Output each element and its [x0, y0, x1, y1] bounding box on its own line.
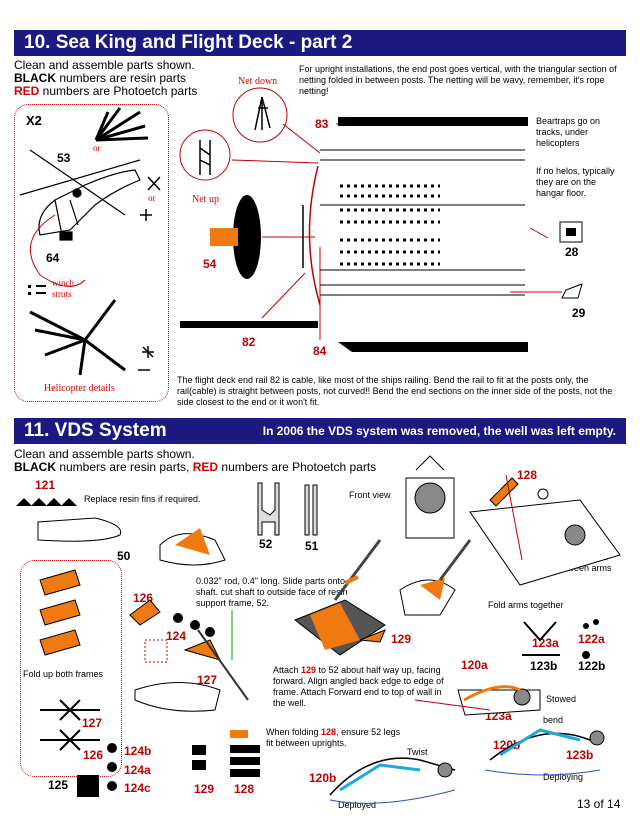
beartraps-note: Beartraps go on tracks, under helicopter… — [536, 116, 601, 148]
red-word: RED — [14, 84, 40, 98]
frames-box — [20, 560, 122, 777]
winch-struts-label: winch struts — [52, 278, 74, 299]
part-120a: 120a — [461, 658, 488, 672]
intro-black-line: BLACK numbers are resin parts — [14, 72, 197, 85]
part-123a: 123a — [532, 636, 559, 650]
section-10-intro: Clean and assemble parts shown. BLACK nu… — [14, 59, 197, 98]
part-52: 52 — [259, 537, 273, 551]
black-word: BLACK — [14, 460, 56, 474]
part-29: 29 — [572, 306, 586, 320]
part-124a: 124a — [124, 763, 151, 777]
net-up-label: Net up — [192, 194, 219, 205]
section-11-header: 11. VDS System In 2006 the VDS system wa… — [14, 418, 626, 444]
page-number: 13 of 14 — [577, 797, 621, 811]
part-54: 54 — [203, 257, 217, 271]
helicopter-details-box — [14, 104, 169, 402]
or-label-1: or — [93, 143, 101, 153]
intro-red-line: RED numbers are Photoetch parts — [14, 85, 197, 98]
intro-line: Clean and assemble parts shown. — [14, 58, 195, 72]
part-129: 129 — [391, 632, 412, 646]
fold-arms-note: Fold arms together — [488, 600, 564, 610]
black-rest: numbers are resin parts — [56, 71, 187, 85]
folding-post: , ensure 52 legs fit between uprights. — [266, 727, 401, 748]
part-49: 49 — [539, 514, 553, 528]
intro-mid: numbers are resin parts, — [56, 460, 193, 474]
net-down-label: Net down — [238, 76, 278, 87]
intro-line: Clean and assemble parts shown. — [14, 447, 195, 461]
black-word: BLACK — [14, 71, 56, 85]
part-123a-2: 123a — [485, 709, 512, 723]
attach-129: 129 — [301, 665, 317, 675]
part-126: 126 — [133, 591, 154, 605]
twist-label: Twist — [407, 747, 428, 757]
part-121: 121 — [35, 478, 56, 492]
part-128-b: 128 — [234, 782, 255, 796]
stowed-label: Stowed — [546, 694, 577, 704]
part-64: 64 — [46, 251, 60, 265]
part-83: 83 — [315, 117, 329, 131]
part-120b-2: 120b — [309, 771, 337, 785]
attach-note: Attach 129 to 52 about half way up, faci… — [273, 665, 445, 709]
upright-note: For upright installations, the end post … — [299, 64, 617, 96]
part-129-b: 129 — [194, 782, 215, 796]
fold-frames-note: Fold up both frames — [23, 669, 104, 679]
front-view-label: Front view — [349, 490, 391, 500]
part-126-box: 126 — [83, 748, 104, 762]
part-84: 84 — [313, 344, 327, 358]
part-124c: 124c — [124, 781, 151, 795]
section-11-intro: Clean and assemble parts shown. BLACK nu… — [14, 448, 376, 474]
red-word: RED — [192, 460, 219, 474]
attach-post: to 52 about half way up, facing forward.… — [273, 665, 444, 708]
rail-note: The flight deck end rail 82 is cable, li… — [177, 375, 613, 407]
section-11-title: 11. VDS System — [24, 420, 167, 441]
part-128-top: 128 — [517, 468, 538, 482]
part-122b: 122b — [578, 659, 606, 673]
part-122a: 122a — [578, 632, 605, 646]
replace-fins-note: Replace resin fins if required. — [84, 494, 201, 504]
deployed-label: Deployed — [338, 800, 377, 810]
or-label-2: or — [148, 193, 156, 203]
part-50: 50 — [117, 549, 131, 563]
part-124b: 124b — [124, 744, 152, 758]
folding-128: 128 — [321, 727, 337, 737]
part-123b: 123b — [530, 659, 558, 673]
section-10-title: 10. Sea King and Flight Deck - part 2 — [24, 32, 353, 53]
attach-pre: Attach — [273, 665, 302, 675]
no-helos-note: If no helos, typically they are on the h… — [536, 166, 615, 198]
helicopter-details-label: Helicopter details — [44, 383, 115, 394]
part-127: 127 — [197, 673, 218, 687]
part-28: 28 — [565, 245, 579, 259]
part-123b-2: 123b — [566, 748, 594, 762]
part-51: 51 — [305, 539, 319, 553]
rod-note: 0.032" rod, 0.4" long. Slide parts onto … — [196, 576, 348, 608]
part-127-box: 127 — [82, 716, 103, 730]
part-124: 124 — [166, 629, 187, 643]
part-53: 53 — [57, 151, 71, 165]
intro-mixed-line: BLACK numbers are resin parts, RED numbe… — [14, 461, 376, 474]
part-125: 125 — [48, 778, 69, 792]
part-120b: 120b — [493, 738, 521, 752]
section-10-header: 10. Sea King and Flight Deck - part 2 — [14, 30, 626, 56]
place-wheels-note: Place wheels between arms — [555, 552, 612, 573]
deploying-label: Deploying — [543, 772, 584, 782]
part-82: 82 — [242, 335, 256, 349]
folding-note: When folding 128, ensure 52 legs fit bet… — [266, 727, 406, 749]
folding-pre: When folding — [266, 727, 322, 737]
red-rest: numbers are Photoetch parts — [39, 84, 198, 98]
section-11-header-note: In 2006 the VDS system was removed, the … — [262, 424, 616, 438]
x2-label: X2 — [26, 113, 42, 128]
red-rest: numbers are Photoetch parts — [218, 460, 377, 474]
bend-label: bend — [543, 715, 564, 725]
